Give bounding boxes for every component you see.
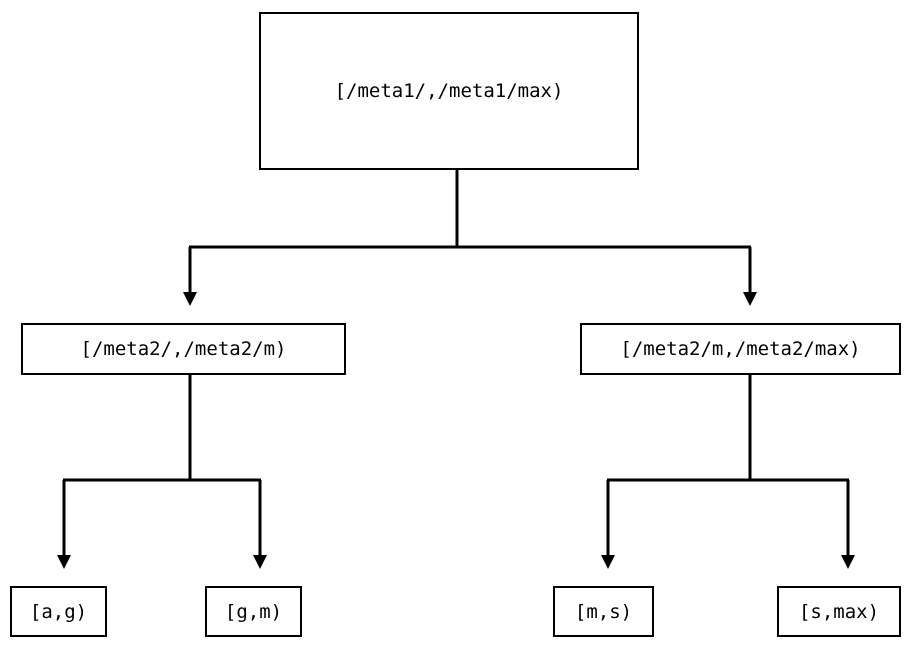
node-root-label: [/meta1/,/meta1/max)	[334, 80, 564, 102]
node-mid-left-label: [/meta2/,/meta2/m)	[80, 338, 287, 360]
arrowhead-leaf-ms-icon	[601, 555, 615, 569]
node-leaf-ms-label: [m,s)	[574, 600, 633, 623]
node-mid-right[interactable]: [/meta2/m,/meta2/max)	[580, 323, 901, 375]
node-leaf-ag[interactable]: [a,g)	[10, 586, 107, 637]
node-root[interactable]: [/meta1/,/meta1/max)	[259, 12, 639, 170]
node-mid-left[interactable]: [/meta2/,/meta2/m)	[21, 323, 346, 375]
arrowhead-leaf-gm-icon	[253, 555, 267, 569]
arrowhead-leaf-smax-icon	[841, 555, 855, 569]
arrowhead-midright-icon	[743, 292, 757, 306]
node-leaf-ms[interactable]: [m,s)	[553, 586, 654, 637]
node-leaf-ag-label: [a,g)	[29, 600, 88, 623]
node-leaf-gm[interactable]: [g,m)	[205, 586, 302, 637]
edge-root-to-middle-row	[183, 169, 757, 306]
node-leaf-smax-label: [s,max)	[798, 600, 880, 623]
arrowhead-midleft-icon	[183, 292, 197, 306]
edge-midright-to-leaf-row	[601, 375, 855, 569]
node-leaf-smax[interactable]: [s,max)	[777, 586, 901, 637]
node-leaf-gm-label: [g,m)	[224, 600, 283, 623]
node-mid-right-label: [/meta2/m,/meta2/max)	[620, 338, 861, 360]
edge-midleft-to-leaf-row	[57, 375, 267, 569]
arrowhead-leaf-ag-icon	[57, 555, 71, 569]
